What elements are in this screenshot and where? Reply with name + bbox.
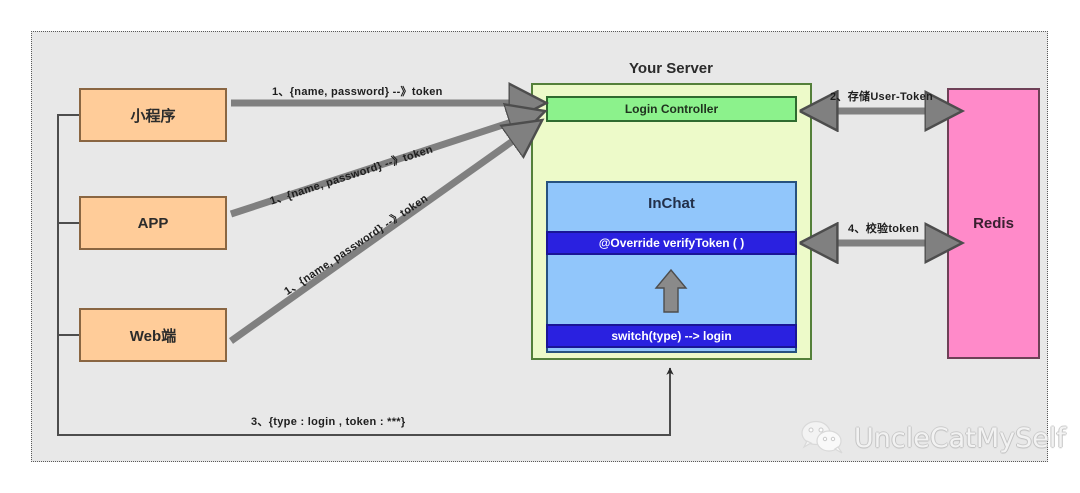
login-controller-box: Login Controller <box>546 96 797 122</box>
code-bar-verify-token: @Override verifyToken ( ) <box>546 231 797 255</box>
watermark: UncleCatMySelf <box>800 420 1066 456</box>
edge-label-miniprogram-login: 1、{name, password} --》token <box>272 86 443 98</box>
edge-label-store-user-token: 2、存储User-Token <box>830 91 934 103</box>
node-app-label: APP <box>137 214 169 232</box>
inchat-label: InChat <box>648 195 695 212</box>
node-redis-label: Redis <box>973 215 1014 232</box>
server-title: Your Server <box>629 60 713 77</box>
wechat-icon <box>801 420 843 454</box>
code-bar-verify-token-label: @Override verifyToken ( ) <box>598 236 745 250</box>
code-bar-switch-type-label: switch(type) --> login <box>611 329 732 343</box>
node-miniprogram-label: 小程序 <box>130 107 176 125</box>
node-miniprogram: 小程序 <box>79 88 227 142</box>
edge-label-login-payload: 3、{type : login , token : ***} <box>251 416 406 428</box>
edge-label-verify-token: 4、校验token <box>848 223 920 235</box>
node-redis: Redis <box>947 88 1040 359</box>
watermark-text: UncleCatMySelf <box>854 422 1066 454</box>
node-web-label: Web端 <box>129 327 177 345</box>
node-web: Web端 <box>79 308 227 362</box>
login-controller-label: Login Controller <box>624 102 719 116</box>
code-bar-switch-type: switch(type) --> login <box>546 324 797 348</box>
node-app: APP <box>79 196 227 250</box>
